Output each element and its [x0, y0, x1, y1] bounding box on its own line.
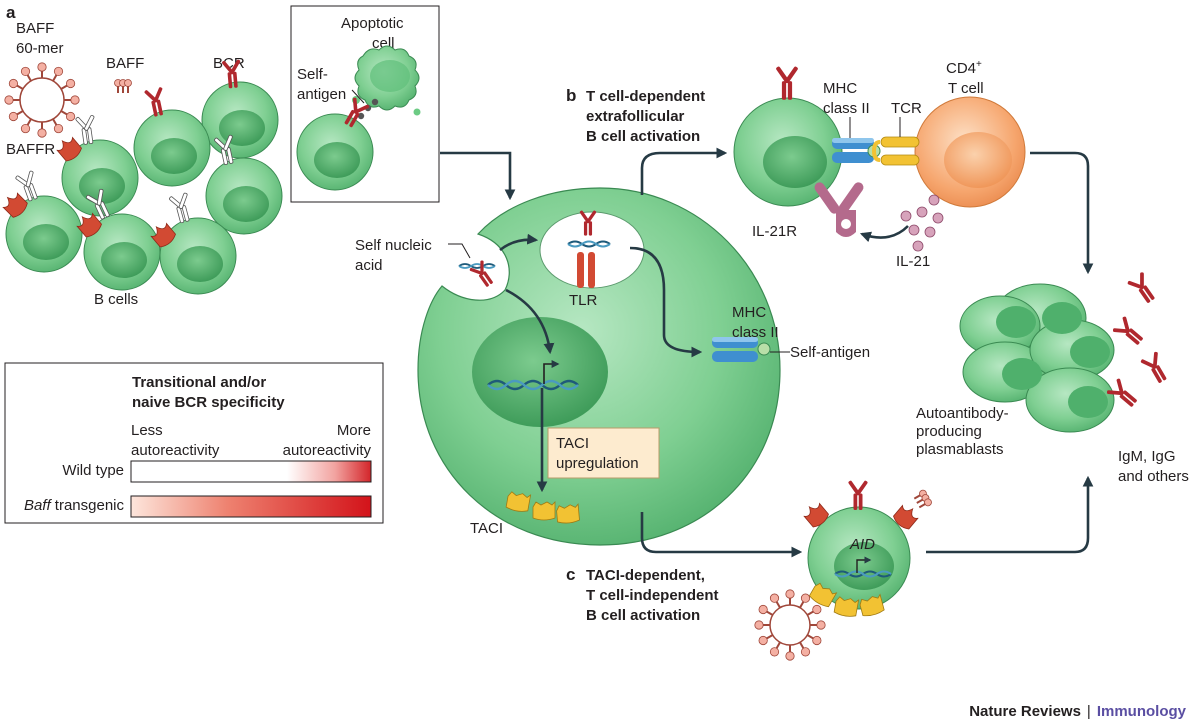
tlr-label: TLR [569, 292, 598, 309]
antibody-label-1: IgM, IgG [1118, 448, 1176, 465]
plasmablast-cluster [959, 283, 1115, 433]
legend-transgenic-bar [130, 495, 372, 518]
panel-c-letter: c [566, 565, 575, 584]
aid-label: AID [849, 536, 875, 553]
b-cell-cluster [0, 58, 283, 295]
b-cells-label: B cells [94, 291, 138, 308]
mhc-class-ii-center-icon [712, 337, 771, 362]
taci-upregulation-label-1: TACI [556, 435, 589, 452]
taci-upregulation-box [547, 427, 660, 479]
t-cell [914, 96, 1026, 208]
panel-b-title-1: T cell-dependent [586, 88, 705, 105]
plasmablast-label-3: plasmablasts [916, 441, 1004, 458]
taci-label: TACI [470, 520, 503, 537]
taci-upregulation-label-2: upregulation [556, 455, 639, 472]
baffr-label: BAFFR [6, 141, 55, 158]
mhc-arrow [629, 246, 703, 358]
apoptotic-b-cell [296, 113, 374, 191]
endocytosis-arrow [499, 233, 539, 252]
central-b-cell [417, 187, 781, 546]
il21r-label: IL-21R [752, 223, 797, 240]
il21-label: IL-21 [896, 253, 930, 270]
il21-arrow [859, 225, 909, 243]
self-antigen-center-label: Self-antigen [790, 344, 870, 361]
panel-c-title-1: TACI-dependent, [586, 567, 705, 584]
panel-c-to-plasmablasts-arrow [926, 475, 1094, 554]
mhc-b-label-1: MHC [823, 80, 857, 97]
plasmablast-label-1: Autoantibody- [916, 405, 1009, 422]
legend-more-2: autoreactivity [283, 442, 372, 459]
footer: Nature Reviews | Immunology [969, 703, 1186, 720]
self-antigen-a-label-1: Self- [297, 66, 328, 83]
panel-b-title-3: B cell activation [586, 128, 700, 145]
to-panel-c-arrow [640, 512, 803, 558]
self-antigen-a-label-2: antigen [297, 86, 346, 103]
to-plasmablasts-arrow [1030, 151, 1094, 275]
baff-label: BAFF [106, 55, 144, 72]
mhc-b-label-2: class II [823, 100, 870, 117]
nucleus-arrow [505, 288, 555, 355]
panel-c-baff-60mer-icon [754, 589, 826, 661]
t-cell-label: T cell [948, 80, 984, 97]
self-nucleic-acid-label-2: acid [355, 257, 383, 274]
panel-c-bcr-icon [847, 480, 869, 510]
panel-b-letter: b [566, 86, 576, 105]
antibody-icon [1126, 270, 1160, 307]
legend-less-2: autoreactivity [131, 442, 220, 459]
baff-60mer-label-1: BAFF [16, 20, 54, 37]
legend-title-1: Transitional and/or [132, 374, 266, 391]
legend-more-1: More [337, 422, 371, 439]
apoptotic-label-1: Apoptotic [341, 15, 404, 32]
panel-c-title-3: B cell activation [586, 607, 700, 624]
tcr-label: TCR [891, 100, 922, 117]
to-panel-b-arrow [640, 147, 728, 195]
legend-title-2: naive BCR specificity [132, 394, 285, 411]
legend-wild-type-bar [130, 460, 372, 483]
panel-b-bcr-icon [775, 65, 799, 100]
footer-publisher: Nature Reviews [969, 703, 1081, 720]
legend-baff-transgenic: Baff transgenic [24, 497, 125, 514]
self-nucleic-acid-label-1: Self nucleic [355, 237, 432, 254]
baff-60mer-icon [4, 62, 80, 138]
panel-a-letter: a [6, 3, 16, 22]
il21r-icon [814, 182, 864, 237]
mhc-tcr-complex-icon [832, 136, 920, 166]
panel-b-title-2: extrafollicular [586, 108, 685, 125]
footer-separator: | [1086, 703, 1091, 720]
self-nucleic-acid-icon [458, 263, 496, 269]
panel-c-title-2: T cell-independent [586, 587, 719, 604]
legend-less-1: Less [131, 422, 163, 439]
legend-wild-type: Wild type [62, 462, 124, 479]
il21-icon [900, 194, 944, 252]
panel-c-b-cell [807, 506, 911, 610]
cd4-label: CD4+ [946, 59, 982, 77]
footer-journal: Immunology [1096, 703, 1186, 720]
baff-trimer-icon [114, 79, 132, 94]
mhc-center-label-1: MHC [732, 304, 766, 321]
mhc-center-label-2: class II [732, 324, 779, 341]
bcr-label: BCR [213, 55, 245, 72]
apoptotic-to-cell-arrow [440, 151, 516, 201]
baff-60mer-label-2: 60-mer [16, 40, 64, 57]
plasmablast-label-2: producing [916, 423, 982, 440]
antibody-label-2: and others [1118, 468, 1189, 485]
dna-helix-icon [487, 379, 579, 391]
tlr-icon [567, 210, 611, 288]
